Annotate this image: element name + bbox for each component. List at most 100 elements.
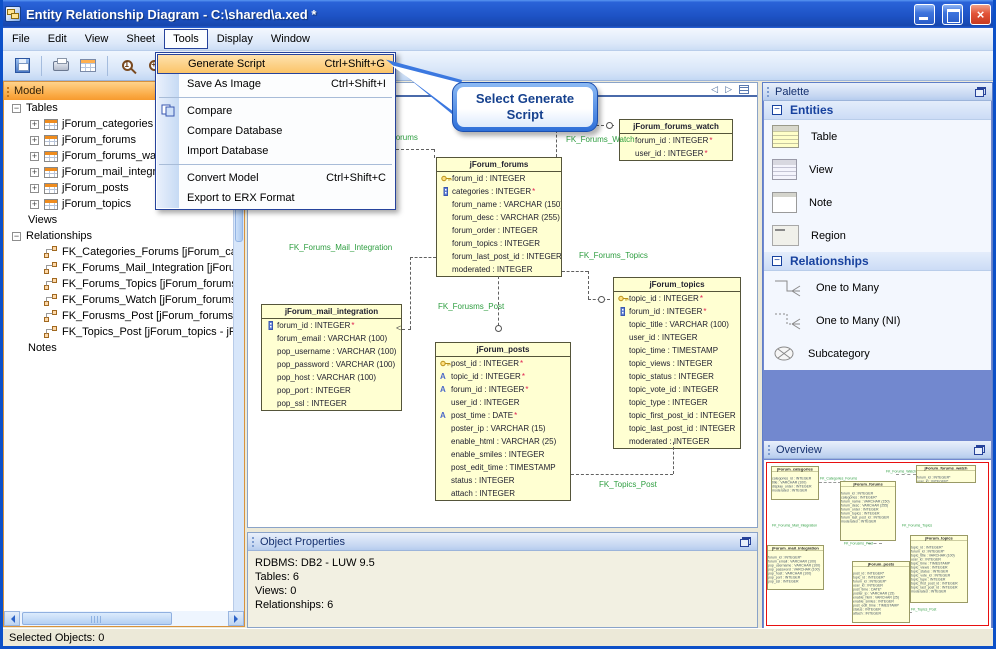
menu-view[interactable]: View [84,33,109,45]
relationship-line [434,149,435,158]
tree-expander-icon[interactable]: + [30,166,39,177]
close-button[interactable]: × [970,3,991,25]
menu-sheet[interactable]: Sheet [126,33,156,45]
pk-icon [440,359,451,368]
menu-display[interactable]: Display [216,33,253,45]
tree-item-fk-categories-forums[interactable]: FK_Categories_Forums [jForum_ca [4,244,233,260]
object-properties-header[interactable]: Object Properties [248,533,757,551]
tree-item-relationships[interactable]: −Relationships [4,228,233,244]
sheet-list-icon[interactable] [739,84,749,94]
tree-item-jforum-posts[interactable]: +jForum_posts [4,180,233,196]
palette-item-label: View [809,163,833,176]
save-button[interactable] [11,55,33,77]
field-text: pop_port : INTEGER [277,386,351,395]
palette-item-region[interactable]: Region [764,219,991,252]
palette-header[interactable]: Palette [763,83,992,101]
palette-item-subcategory[interactable]: Subcategory [764,337,991,370]
model-tree[interactable]: −Tables+jForum_categories+jForum_forums+… [4,100,233,611]
title-bar[interactable]: Entity Relationship Diagram - C:\shared\… [0,0,996,28]
tree-item-views[interactable]: Views [4,212,233,228]
field-text: forum_id : INTEGER [451,385,525,394]
tree-item-fk-topics-post[interactable]: FK_Topics_Post [jForum_topics - jF [4,324,233,340]
maximize-button[interactable] [942,3,963,25]
one-to-many-ni-icon [772,310,804,332]
tree-item-fk-forums-mail-integration[interactable]: FK_Forums_Mail_Integration [jForu [4,260,233,276]
tree-item-tables[interactable]: −Tables [4,100,233,116]
overview-entity-title: jForum_forums [841,482,895,487]
grid-button[interactable] [77,55,99,77]
palette-section-relationships[interactable]: −Relationships [764,252,991,271]
tree-item-jforum-forums-watch[interactable]: + jForum_forums_watch [4,148,233,164]
menu-item-label: Save As Image [187,78,261,90]
palette-item-table[interactable]: Table [764,120,991,153]
overview-entity-title: jForum_forums_watch [917,466,975,471]
menu-window[interactable]: Window [270,33,310,45]
tree-item-fk-forums-topics[interactable]: FK_Forums_Topics [jForum_forums [4,276,233,292]
menu-item-compare-database[interactable]: Compare Database [157,121,394,141]
prev-sheet-icon[interactable]: ◁ [711,83,719,94]
tree-expander-icon[interactable]: + [30,150,39,161]
not-null-marker: * [520,359,524,368]
menu-edit[interactable]: Edit [47,33,67,45]
status-text: Selected Objects: 0 [9,631,105,644]
palette-item-label: Subcategory [808,347,870,360]
collapse-icon[interactable]: − [772,105,782,115]
tree-expander-icon[interactable]: + [30,182,39,193]
zoom-actual-button[interactable]: 1 [116,55,138,77]
palette-item-note[interactable]: Note [764,186,991,219]
tree-item-label: jForum_forums_watch [62,150,171,162]
float-panel-icon[interactable] [740,537,751,547]
float-panel-icon[interactable] [975,87,986,97]
menu-item-export-to-erx-format[interactable]: Export to ERX Format [157,188,394,208]
tree-expander-icon[interactable]: − [12,102,21,113]
tree-item-jforum-forums[interactable]: +jForum_forums [4,132,233,148]
tree-item-jforum-categories[interactable]: +jForum_categories [4,116,233,132]
tree-hscroll-thumb[interactable] [22,612,172,625]
tree-item-notes[interactable]: Notes [4,340,233,356]
menu-item-compare[interactable]: Compare [157,101,394,121]
menu-item-import-database[interactable]: Import Database [157,141,394,161]
menu-file[interactable]: File [12,33,30,45]
palette-item-one-to-many-ni[interactable]: One to Many (NI) [764,304,991,337]
tree-horizontal-scrollbar[interactable] [4,611,244,626]
tree-item-jforum-mail-integration[interactable]: +jForum_mail_integration [4,164,233,180]
palette-section-entities[interactable]: −Entities [764,101,991,120]
palette-item-one-to-many[interactable]: One to Many [764,271,991,304]
tree-item-fk-forusms-post[interactable]: FK_Forusms_Post [jForum_forums [4,308,233,324]
tree-expander-icon[interactable]: + [30,134,39,145]
tree-expander-icon[interactable]: − [12,230,21,241]
minimize-button[interactable] [914,3,935,25]
print-button[interactable] [50,55,72,77]
palette-item-view[interactable]: View [764,153,991,186]
collapse-icon[interactable]: − [772,256,782,266]
scroll-right-arrow-icon[interactable] [228,611,244,626]
entity-title: jForum_mail_integration [262,305,401,319]
float-panel-icon[interactable] [974,445,985,455]
menu-tools[interactable]: Tools [164,29,208,49]
scroll-left-arrow-icon[interactable] [4,611,20,626]
field-text: topic_status : INTEGER [629,372,714,381]
tree-expander-icon[interactable]: + [30,118,39,129]
next-sheet-icon[interactable]: ▷ [725,83,732,94]
tree-item-fk-forums-watch[interactable]: FK_Forums_Watch [jForum_forums [4,292,233,308]
entity-field: forum_name : VARCHAR (150) [437,198,561,211]
overview-header[interactable]: Overview [764,441,991,459]
tree-expander-icon[interactable]: + [30,198,39,209]
tree-item-jforum-topics[interactable]: +jForum_topics [4,196,233,212]
table-icon [44,198,58,210]
relationship-line [402,329,411,330]
overview-viewport[interactable] [766,462,989,626]
overview-entity-title: jForum_posts [853,562,909,567]
zoom-actual-icon: 1 [121,60,133,71]
